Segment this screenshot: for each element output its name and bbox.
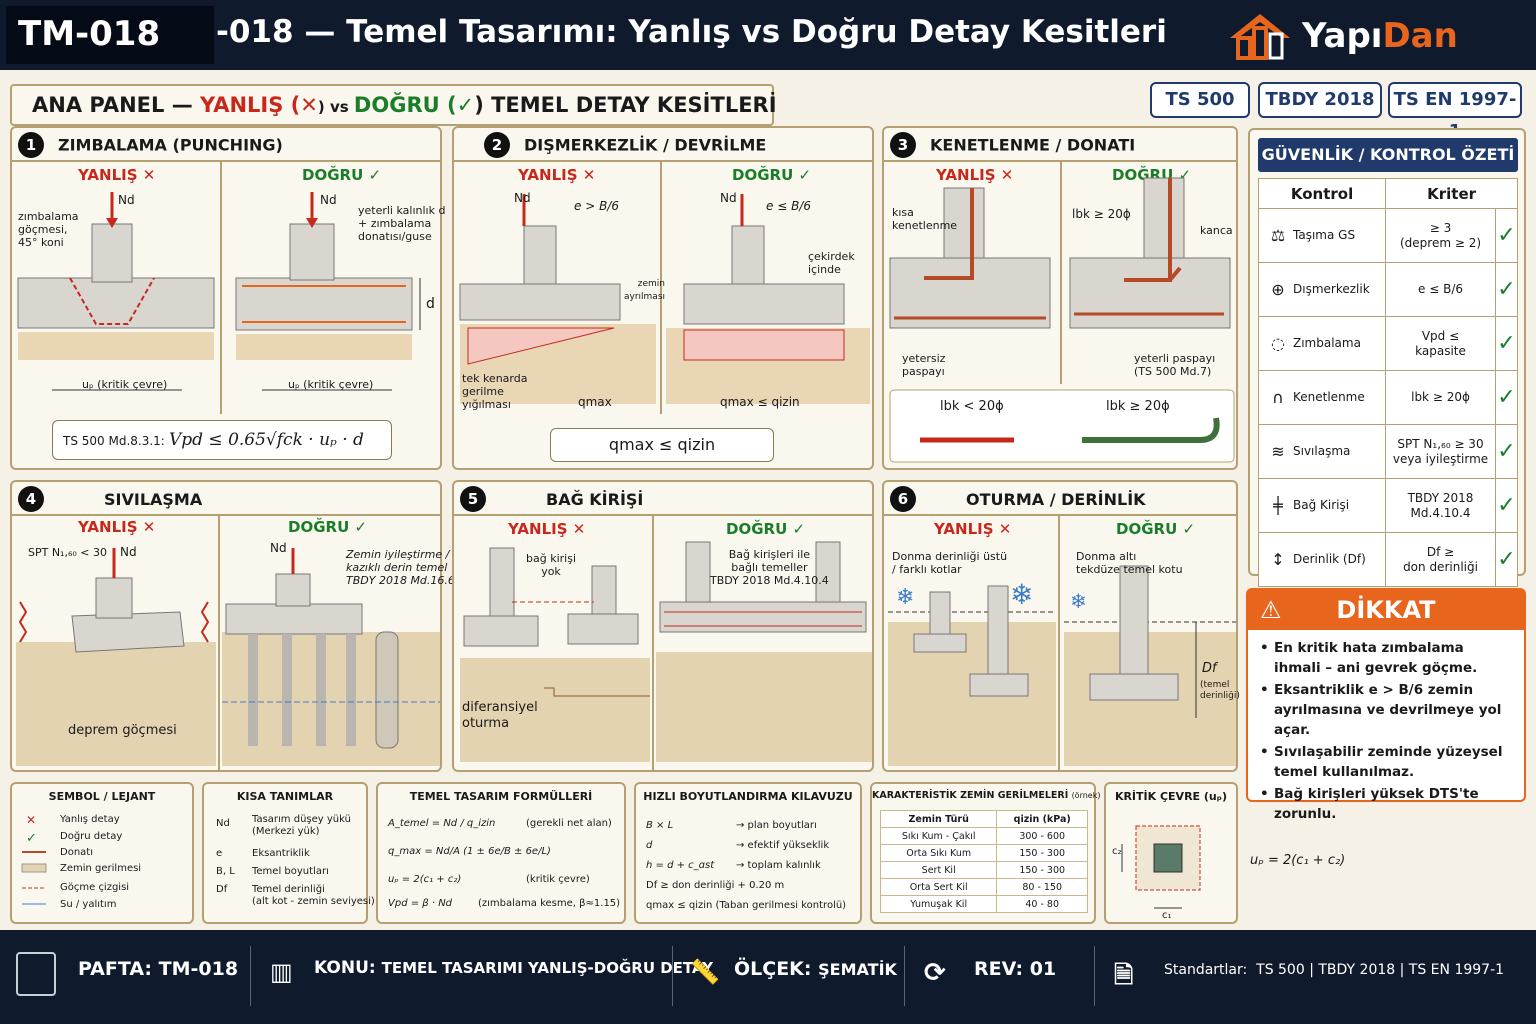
check-icon: ✓ xyxy=(1494,316,1519,371)
summary-icon: ⊕ xyxy=(1271,280,1285,299)
document-icon: 🗎 xyxy=(1114,961,1134,989)
tie-beam-section-drawing xyxy=(460,541,872,762)
building-logo-icon xyxy=(1230,14,1290,60)
summary-icon: ◌ xyxy=(1271,334,1285,353)
standard-badge-ts500: TS 500 xyxy=(1150,82,1250,118)
clipboard-icon xyxy=(16,952,56,996)
punching-formula: TS 500 Md.8.3.1: Vpd ≤ 0.65√fck · uₚ · d xyxy=(52,420,392,460)
page-title: -018 — Temel Tasarımı: Yanlış vs Doğru D… xyxy=(216,14,1167,50)
standard-badge-tsen: TS EN 1997-1 xyxy=(1388,82,1522,142)
right-note: yeterli kalınlık d + zımbalama donatısı/… xyxy=(358,204,446,243)
summary-row: ⚖Taşıma GS≥ 3 (deprem ≥ 2)✓ xyxy=(1257,208,1519,263)
legend-box: SEMBOL / LEJANT ✕ ✓ Yanlış detay Doğru d… xyxy=(10,782,194,924)
check-icon: ✓ xyxy=(1494,370,1519,425)
eccentricity-formula: qmax ≤ qizin xyxy=(550,428,774,462)
warning-list: En kritik hata zımbalama ihmali – ani ge… xyxy=(1248,630,1524,834)
liquefaction-section-drawing xyxy=(16,548,440,766)
formulas-box: TEMEL TASARIM FORMÜLLERİ A_temel = Nd / … xyxy=(376,782,626,924)
check-icon: ✓ xyxy=(1494,478,1519,533)
legend-x-icon: ✕ xyxy=(26,813,36,827)
legend-check-icon: ✓ xyxy=(26,831,37,846)
summary-icon: ⚖ xyxy=(1270,226,1286,245)
critical-perimeter-box: KRİTİK ÇEVRE (uₚ) c₂ c₁ xyxy=(1104,782,1238,924)
summary-icon: ≋ xyxy=(1271,442,1285,461)
svg-text:❄: ❄ xyxy=(1010,578,1033,611)
wrong-label: YANLIŞ ✕ xyxy=(78,166,156,184)
check-icon: ✓ xyxy=(1494,262,1519,317)
soil-stress-box: KARAKTERİSTİK ZEMİN GERİLMELERİ (örnek) … xyxy=(870,782,1100,924)
warning-box: ⚠DİKKAT En kritik hata zımbalama ihmali … xyxy=(1246,588,1526,822)
header: TM-018 -018 — Temel Tasarımı: Yanlış vs … xyxy=(0,0,1536,70)
eccentricity-section-drawing xyxy=(459,194,870,404)
warning-title: ⚠DİKKAT xyxy=(1248,590,1524,630)
brand-logo: YapıDan xyxy=(1224,8,1524,62)
warning-item: Sıvılaşabilir zeminde yüzeysel temel kul… xyxy=(1258,742,1514,782)
warning-item: En kritik hata zımbalama ihmali – ani ge… xyxy=(1258,638,1514,678)
sheet-code: TM-018 xyxy=(6,6,214,64)
check-icon: ✓ xyxy=(1494,424,1519,479)
critical-perimeter-drawing xyxy=(1121,825,1201,909)
punching-section-drawing xyxy=(17,192,421,391)
standard-badge-tbdy: TBDY 2018 xyxy=(1258,82,1382,118)
check-icon: ✓ xyxy=(1494,532,1519,587)
summary-icon: ↕ xyxy=(1271,550,1285,569)
svg-text:❄: ❄ xyxy=(896,585,914,610)
warning-item: Eksantriklik e > B/6 zemin ayrılmasına v… xyxy=(1258,680,1514,740)
definitions-box: KISA TANIMLAR Nd Tasarım düşey yükü (Mer… xyxy=(202,782,375,924)
ruler-icon: 📏 xyxy=(690,958,720,986)
brand-name: YapıDan xyxy=(1302,16,1458,56)
summary-icon: ╪ xyxy=(1273,496,1283,515)
sizing-guide-box: HIZLI BOYUTLANDIRMA KILAVUZU B × L → pla… xyxy=(634,782,862,924)
right-label: DOĞRU ✓ xyxy=(302,166,382,184)
refresh-icon: ⟳ xyxy=(924,958,946,988)
summary-icon: ∩ xyxy=(1272,388,1284,407)
summary-row: ↕Derinlik (Df)Df ≥ don derinliği✓ xyxy=(1257,532,1519,587)
warning-item: Bağ kirişleri yüksek DTS'te zorunlu. xyxy=(1258,784,1514,824)
warning-icon: ⚠ xyxy=(1260,596,1282,624)
buildings-icon: ▥ xyxy=(270,958,293,986)
svg-text:❄: ❄ xyxy=(1070,589,1087,613)
check-icon: ✓ xyxy=(1494,208,1519,263)
footer: PAFTA: TM-018 ▥ KONU: TEMEL TASARIMI YAN… xyxy=(0,930,1536,1024)
settlement-section-drawing: ❄ ❄ ❄ xyxy=(888,565,1236,766)
critical-formula: uₚ = 2(c₁ + c₂) xyxy=(1250,853,1346,868)
legend-symbols: ✕ ✓ xyxy=(21,813,47,905)
main-panel-title: ANA PANEL — YANLIŞ (✕) vs DOĞRU (✓) TEME… xyxy=(10,84,777,126)
wrong-note: zımbalama göçmesi, 45° koni xyxy=(18,210,79,249)
anchorage-section-drawing xyxy=(889,177,1235,463)
summary-title: GÜVENLİK / KONTROL ÖZETİ xyxy=(1258,138,1518,172)
